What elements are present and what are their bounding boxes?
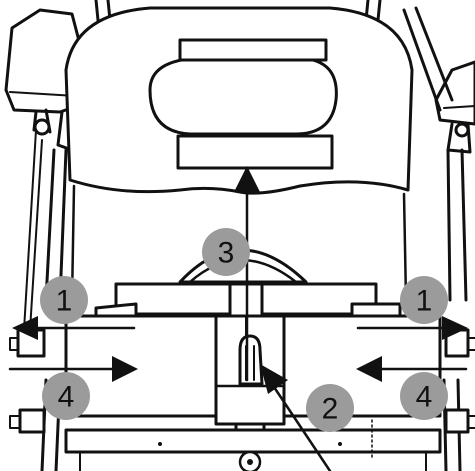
backrest	[64, 6, 414, 302]
arrow-left-out	[12, 316, 136, 340]
callout-label: 4	[416, 381, 433, 414]
callout-right-top: 1	[400, 276, 448, 324]
base-frame	[64, 419, 442, 471]
arrow-left-in	[8, 356, 138, 382]
callout-label: 1	[56, 285, 73, 318]
arrow-right-out	[356, 316, 468, 340]
callout-label: 4	[58, 381, 75, 414]
arrow-right-in	[356, 356, 468, 382]
callout-center-top: 3	[202, 228, 250, 276]
arrow-up	[234, 166, 260, 382]
callout-left-bottom: 4	[42, 372, 90, 420]
arrow-latch	[260, 364, 332, 471]
callout-label: 2	[322, 393, 339, 426]
callout-center-bottom: 2	[306, 384, 354, 432]
callout-left-top: 1	[40, 276, 88, 324]
callout-right-bottom: 4	[400, 372, 448, 420]
callout-label: 3	[218, 237, 235, 270]
callout-label: 1	[416, 285, 433, 318]
